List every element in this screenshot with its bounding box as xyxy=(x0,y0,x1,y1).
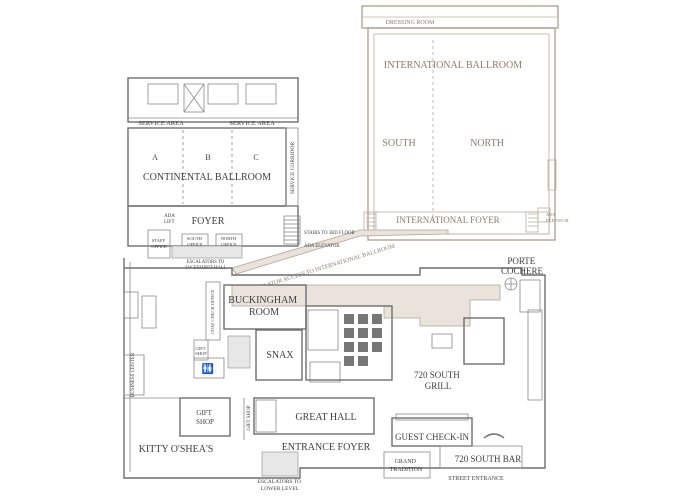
grill-label: 720 SOUTH GRILL xyxy=(414,370,462,391)
grill-line1: 720 SOUTH xyxy=(414,370,460,380)
coat-check-box[interactable] xyxy=(205,281,221,341)
escalator-band xyxy=(231,229,449,275)
ada-lift-label: ADA LIFT xyxy=(164,214,176,225)
service-area-2-label: SERVICE AREA xyxy=(229,120,275,127)
service-area-1-label: SERVICE AREA xyxy=(138,120,184,127)
ada-elevator-left-label: ADA ELEVATOR xyxy=(304,244,340,249)
fifth-ave-box xyxy=(141,295,157,329)
international-foyer-label: INTERNATIONAL FOYER xyxy=(396,215,499,225)
stairs-3rd-floor[interactable] xyxy=(283,215,301,245)
snax-label: SNAX xyxy=(266,350,294,361)
porte-cochere-line2: COCHERE xyxy=(501,266,544,276)
gift-shop-small-line2: SHOP xyxy=(195,351,207,356)
international-ballroom-wing: DRESSING ROOM INTERNATIONAL BALLROOM SOU… xyxy=(231,5,569,294)
gift-shop-line2: SHOP xyxy=(196,418,214,426)
grand-tradition-label: GRAND TRADITION xyxy=(390,459,423,473)
foyer-label: FOYER xyxy=(192,216,225,227)
guest-checkin-label: GUEST CHECK-IN xyxy=(395,432,470,442)
stairs-3rd-label: STAIRS TO 3RD FLOOR xyxy=(304,231,356,236)
porte-cochere-stair xyxy=(519,279,541,313)
international-ballroom-label: INTERNATIONAL BALLROOM xyxy=(384,60,522,71)
international-foyer-area[interactable] xyxy=(373,211,550,235)
staff-office-label: STAFF OFFICE xyxy=(151,238,167,249)
ada-lift-line2: LIFT xyxy=(164,220,175,225)
gift-shop-label: GIFT SHOP xyxy=(196,409,214,426)
continental-ballroom-room[interactable] xyxy=(127,127,287,207)
escalators-lower-line2: LOWER LEVEL xyxy=(261,486,300,492)
great-hall-label: GREAT HALL xyxy=(295,412,356,423)
gift-shop-vertical-label: GIFT SHOP xyxy=(247,405,252,430)
restroom-left[interactable] xyxy=(193,357,225,379)
snax-room[interactable] xyxy=(255,329,303,381)
north-label: NORTH xyxy=(470,138,504,149)
gift-shop-box[interactable] xyxy=(179,397,231,437)
gift-shop-small-label: GIFT SHOP xyxy=(195,346,207,356)
gift-shop-small-line1: GIFT xyxy=(195,346,205,351)
section-a-label: A xyxy=(152,153,158,162)
south-office-line2: OFFICE xyxy=(187,242,203,247)
buckingham-label: BUCKINGHAM ROOM xyxy=(228,295,299,318)
snax-stair xyxy=(227,335,251,369)
north-office-line1: NORTH xyxy=(221,236,237,241)
escalators-lower-line1: ESCALATORS TO xyxy=(258,479,301,485)
escalators-lower-label: ESCALATORS TO LOWER LEVEL xyxy=(258,479,303,492)
bar-counter xyxy=(483,433,505,439)
main-lobby-wing: 🚻 PORTE COCHERE xyxy=(123,256,546,492)
porte-cochere-label: PORTE COCHERE xyxy=(501,256,544,276)
dressing-room-label: DRESSING ROOM xyxy=(386,20,436,26)
bar-box[interactable] xyxy=(439,445,523,469)
coat-check-label: COAT CHECK OFFICE xyxy=(210,289,215,334)
south-office-label: SOUTH OFFICE xyxy=(187,236,203,247)
entrance-foyer-label: ENTRANCE FOYER xyxy=(282,442,371,453)
service-top-block xyxy=(127,77,299,123)
ada-elevator-right-label-line1: ADA xyxy=(546,212,556,217)
section-c-label: C xyxy=(253,153,258,162)
staff-office-line2: OFFICE xyxy=(151,244,167,249)
ada-lift-line1: ADA xyxy=(164,214,175,219)
staff-office-line1: STAFF xyxy=(152,238,166,243)
grand-tradition-line2: TRADITION xyxy=(390,467,423,473)
ada-elevator-box-right xyxy=(537,207,551,223)
grand-tradition-line1: GRAND xyxy=(395,459,417,465)
ada-elevator-right-label-line2: ELEVATOR xyxy=(546,218,569,223)
escalators-exhibit-hatch xyxy=(171,245,243,259)
guest-checkin-desk[interactable] xyxy=(391,417,473,447)
section-b-label: B xyxy=(205,153,210,162)
escalators-lower-hatch xyxy=(261,451,299,477)
gift-shop-line1: GIFT xyxy=(196,409,212,417)
gift-shop-small-box[interactable] xyxy=(193,339,209,361)
grill-line2: GRILL xyxy=(425,381,452,391)
escalators-exhibit-line1: ESCALATORS TO xyxy=(187,260,225,265)
north-office-line2: OFFICE xyxy=(221,242,237,247)
staff-office-box[interactable] xyxy=(147,229,171,259)
left-stair xyxy=(123,291,139,319)
restroom-left-icon: 🚻 xyxy=(202,362,214,375)
north-office-label: NORTH OFFICE xyxy=(221,236,237,247)
south-office-line1: SOUTH xyxy=(187,236,203,241)
kitchen-block xyxy=(305,305,393,381)
service-corridor[interactable] xyxy=(285,127,299,207)
continental-ballroom-label: CONTINENTAL BALLROOM xyxy=(143,172,271,183)
porte-cochere-line1: PORTE xyxy=(507,256,535,266)
bar-label: 720 SOUTH BAR xyxy=(455,454,522,464)
buckingham-line2: ROOM xyxy=(249,307,279,318)
south-label: SOUTH xyxy=(382,138,415,149)
service-corridor-label: SERVICE CORRIDOR xyxy=(290,142,296,195)
buckingham-line1: BUCKINGHAM xyxy=(228,295,297,306)
street-entrance-label: STREET ENTRANCE xyxy=(448,476,504,482)
great-hall-room[interactable] xyxy=(253,397,375,435)
grill-block xyxy=(463,317,505,365)
business-center-label: BUSINESS CENTER xyxy=(131,352,136,397)
ballroom-side-stair xyxy=(547,159,557,191)
kitty-label: KITTY O'SHEA'S xyxy=(139,444,214,455)
grand-tradition-box[interactable] xyxy=(383,451,431,479)
business-center-box[interactable] xyxy=(123,354,145,396)
lobby-outline xyxy=(123,258,546,479)
escalators-exhibit-label: ESCALATORS TO SW EXHIBIT HALL xyxy=(185,260,226,271)
restroom-right[interactable] xyxy=(309,361,341,383)
ada-elevator-right-label: ADA ELEVATOR xyxy=(546,212,569,223)
